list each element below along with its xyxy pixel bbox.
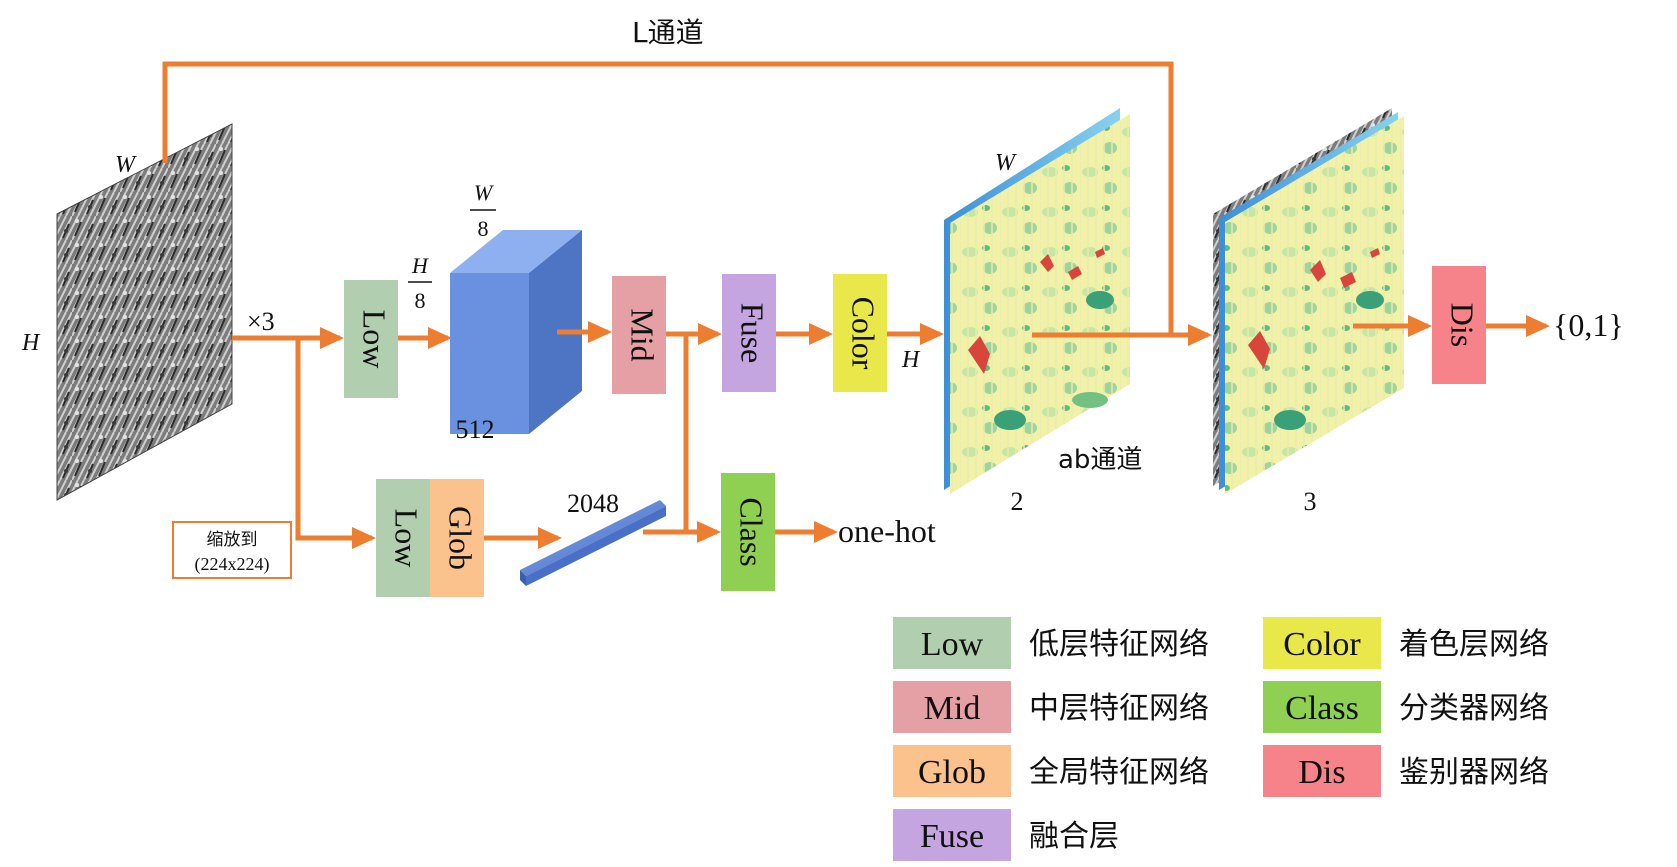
legend-desc-glob: 全局特征网络 — [1029, 755, 1209, 790]
legend-desc-low: 低层特征网络 — [1029, 627, 1209, 662]
one-hot-label: one-hot — [838, 513, 936, 549]
ab-depth-label: 2 — [1011, 487, 1024, 516]
legend-swatch-dis — [1263, 745, 1381, 797]
fuse-block-label: Fuse — [735, 303, 771, 363]
low-block: Low — [344, 280, 398, 398]
mid-block: Mid — [612, 276, 666, 394]
legend-swatch-glob — [893, 745, 1011, 797]
input-width-label: W — [115, 152, 137, 178]
svg-text:(224x224): (224x224) — [195, 554, 270, 575]
input-grayscale-image — [56, 123, 233, 501]
ab-width-label: W — [995, 150, 1017, 176]
color-block-label: Color — [846, 297, 882, 370]
ab-channel-label: ab通道 — [1058, 445, 1142, 475]
legend-swatch-class — [1263, 681, 1381, 733]
legend-desc-color: 着色层网络 — [1399, 627, 1549, 662]
vector-length-label: 2048 — [567, 489, 619, 518]
lab-depth-label: 3 — [1304, 487, 1317, 516]
feature-width-fraction: W 8 — [470, 180, 496, 241]
lab-image-stack — [1213, 108, 1404, 494]
l-channel-skip-path — [162, 61, 1174, 335]
mid-block-label: Mid — [625, 308, 661, 361]
class-block-label: Class — [734, 497, 770, 566]
legend-key-dis: Dis — [1298, 754, 1345, 791]
legend-desc-mid: 中层特征网络 — [1029, 691, 1209, 726]
legend: Low 低层特征网络 Mid 中层特征网络 Glob 全局特征网络 Fuse 融合层 Color… — [893, 617, 1549, 861]
legend-key-glob: Glob — [918, 754, 986, 791]
global-low-block: Low — [376, 479, 430, 597]
svg-text:H: H — [411, 253, 429, 278]
legend-desc-class: 分类器网络 — [1399, 691, 1549, 726]
class-block: Class — [721, 473, 775, 591]
legend-swatch-color — [1263, 617, 1381, 669]
legend-swatch-fuse — [893, 809, 1011, 861]
dis-block-label: Dis — [1445, 303, 1481, 347]
mid-feature-cube — [450, 230, 582, 434]
global-feature-vector — [520, 500, 666, 586]
dis-output-label: {0,1} — [1553, 307, 1624, 343]
legend-swatch-mid — [893, 681, 1011, 733]
svg-text:8: 8 — [415, 288, 426, 313]
legend-key-class: Class — [1285, 690, 1359, 727]
feature-height-fraction: H 8 — [408, 253, 432, 313]
legend-desc-fuse: 融合层 — [1029, 819, 1119, 854]
fuse-block: Fuse — [722, 274, 776, 392]
input-height-label: H — [21, 330, 41, 356]
legend-desc-dis: 鉴别器网络 — [1399, 755, 1549, 790]
resize-note: 缩放到 (224x224) — [172, 521, 292, 579]
global-low-block-label: Low — [389, 509, 425, 568]
legend-key-color: Color — [1283, 626, 1361, 663]
color-block: Color — [833, 274, 887, 392]
glob-block: Glob — [430, 479, 484, 597]
legend-key-fuse: Fuse — [920, 818, 984, 855]
svg-text:W: W — [474, 180, 494, 205]
color-height-label: H — [901, 347, 921, 373]
times3-label: ×3 — [247, 307, 275, 336]
legend-key-mid: Mid — [924, 690, 981, 727]
svg-text:缩放到: 缩放到 — [207, 530, 258, 550]
ab-channel-image — [944, 108, 1130, 494]
low-block-label: Low — [357, 310, 393, 369]
dis-block: Dis — [1432, 266, 1486, 384]
arrow-branch-global — [295, 338, 376, 549]
svg-text:8: 8 — [478, 216, 489, 241]
glob-block-label: Glob — [443, 506, 479, 570]
legend-key-low: Low — [921, 626, 984, 663]
legend-swatch-low — [893, 617, 1011, 669]
feature-depth-label: 512 — [456, 415, 495, 444]
l-channel-label: L通道 — [632, 16, 704, 49]
